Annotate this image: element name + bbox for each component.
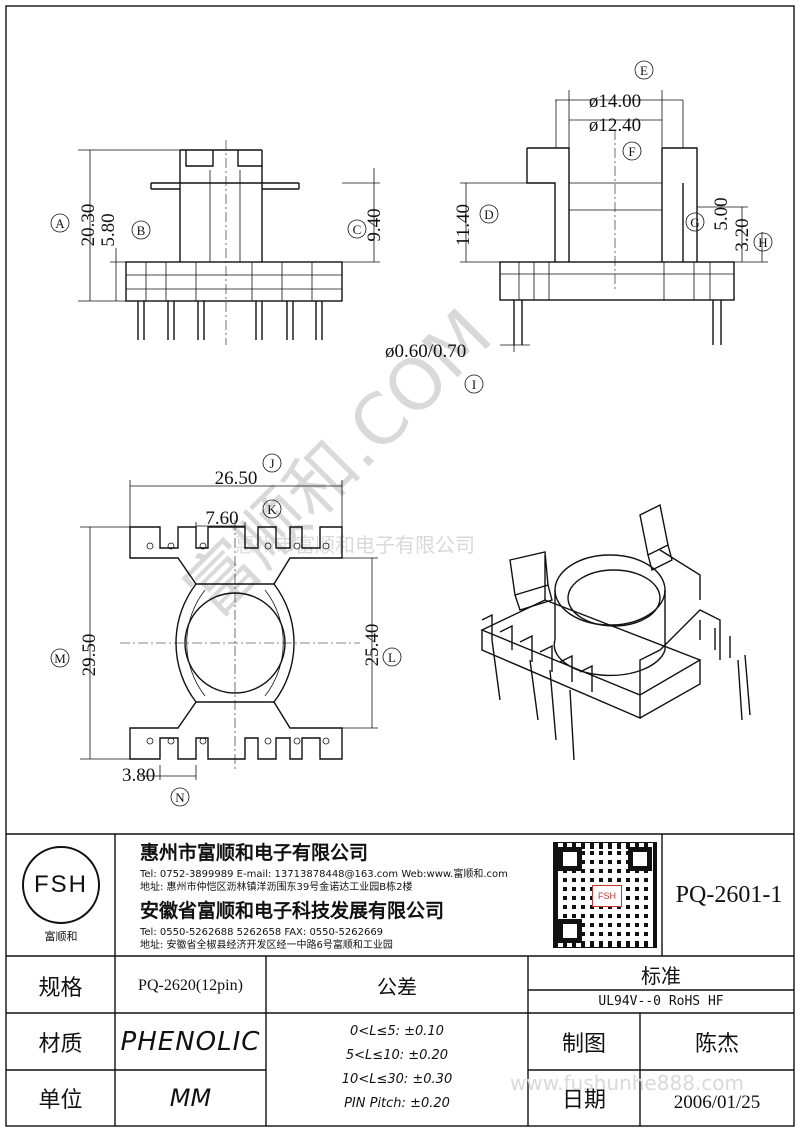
dim-b-text: 5.80 bbox=[98, 213, 119, 246]
marker-b: B bbox=[131, 220, 151, 240]
tolerance-label: 公差 bbox=[377, 975, 417, 999]
marker-k: K bbox=[262, 499, 282, 519]
part-number: PQ-2601-1 bbox=[675, 881, 783, 908]
drawing-frame bbox=[5, 5, 795, 1127]
svg-text:I: I bbox=[472, 377, 476, 392]
svg-text:A: A bbox=[55, 216, 65, 231]
dim-h-text: 3.20 bbox=[732, 218, 753, 251]
title-block-grid bbox=[6, 833, 794, 1126]
marker-g: G bbox=[685, 212, 705, 232]
dim-l-text: 25.40 bbox=[362, 624, 383, 667]
svg-text:M: M bbox=[54, 651, 66, 666]
qr-label: FSH bbox=[592, 885, 622, 907]
svg-text:F: F bbox=[628, 144, 635, 159]
unit-value: MM bbox=[169, 1084, 212, 1112]
company1-address: 地址: 惠州市仲恺区沥林镇洋沥围东39号金诺达工业园B栋2楼 bbox=[140, 882, 413, 893]
watermark-footer: www.fushunhe888.com bbox=[510, 1071, 744, 1095]
dim-g-text: 5.00 bbox=[711, 197, 732, 230]
marker-m: M bbox=[50, 648, 70, 668]
date-value: 2006/01/25 bbox=[673, 1092, 761, 1113]
marker-i: I bbox=[464, 374, 484, 394]
dim-f-text: ø12.40 bbox=[589, 115, 641, 136]
standard-label: 标准 bbox=[641, 963, 681, 988]
svg-text:B: B bbox=[137, 223, 146, 238]
isometric-view bbox=[480, 503, 751, 761]
svg-text:E: E bbox=[640, 63, 648, 78]
company2-contact: Tel: 0550-5262688 5262658 FAX: 0550-5262… bbox=[140, 927, 384, 938]
company1-name: 惠州市富顺和电子有限公司 bbox=[140, 842, 369, 864]
side-view-left bbox=[78, 140, 380, 345]
svg-text:D: D bbox=[484, 207, 493, 222]
side-view-right bbox=[460, 90, 768, 352]
tolerance-row: PIN Pitch: ±0.20 bbox=[344, 1096, 450, 1111]
marker-f: F bbox=[622, 141, 642, 161]
watermark-company: 惠州市富顺和电子有限公司 bbox=[235, 533, 475, 557]
standard-value: UL94V--0 RoHS HF bbox=[598, 994, 724, 1009]
logo-text: FSH bbox=[32, 871, 90, 899]
company2-address: 地址: 安徽省全椒县经济开发区经一中路6号富顺和工业园 bbox=[140, 940, 393, 951]
dim-m-text: 29.50 bbox=[79, 634, 100, 677]
dim-i-text: ø0.60/0.70 bbox=[385, 341, 466, 362]
material-label: 材质 bbox=[38, 1031, 83, 1057]
company1-contact: Tel: 0752-3899989 E-mail: 13713878448@16… bbox=[140, 869, 508, 880]
dim-k-text: 7.60 bbox=[205, 508, 238, 529]
company-info: 惠州市富顺和电子有限公司 Tel: 0752-3899989 E-mail: 1… bbox=[140, 838, 540, 952]
dim-e-text: ø14.00 bbox=[589, 91, 641, 112]
dim-d-text: 11.40 bbox=[453, 204, 474, 246]
marker-d: D bbox=[479, 204, 499, 224]
unit-label: 单位 bbox=[38, 1088, 83, 1113]
marker-h: H bbox=[753, 232, 773, 252]
logo-caption: 富顺和 bbox=[44, 930, 78, 943]
svg-text:N: N bbox=[175, 790, 185, 805]
svg-text:K: K bbox=[267, 502, 277, 517]
qr-code-icon: FSH bbox=[553, 842, 657, 948]
marker-l: L bbox=[382, 647, 402, 667]
svg-text:G: G bbox=[690, 215, 699, 230]
drawn-label: 制图 bbox=[561, 1031, 606, 1057]
tolerance-row: 10<L≤30: ±0.30 bbox=[341, 1072, 453, 1087]
tolerance-list: 0<L≤5: ±0.10 5<L≤10: ±0.20 10<L≤30: ±0.3… bbox=[266, 1020, 528, 1116]
tolerance-row: 5<L≤10: ±0.20 bbox=[345, 1048, 449, 1063]
bottom-view bbox=[80, 480, 378, 780]
drawn-value: 陈杰 bbox=[694, 1031, 739, 1057]
tolerance-row: 0<L≤5: ±0.10 bbox=[350, 1024, 444, 1039]
svg-text:C: C bbox=[353, 222, 362, 237]
material-value: PHENOLIC bbox=[120, 1026, 261, 1057]
svg-text:J: J bbox=[269, 456, 274, 471]
marker-c: C bbox=[347, 219, 367, 239]
marker-n: N bbox=[170, 787, 190, 807]
svg-text:H: H bbox=[758, 235, 767, 250]
date-label: 日期 bbox=[561, 1088, 606, 1113]
marker-j: J bbox=[262, 453, 282, 473]
dim-c-text: 9.40 bbox=[364, 208, 385, 241]
spec-label: 规格 bbox=[38, 975, 83, 1001]
svg-text:L: L bbox=[388, 650, 396, 665]
company2-name: 安徽省富顺和电子科技发展有限公司 bbox=[140, 900, 445, 922]
spec-value: PQ-2620(12pin) bbox=[138, 976, 243, 994]
marker-a: A bbox=[50, 213, 70, 233]
dim-n-text: 3.80 bbox=[122, 765, 155, 786]
dim-a-text: 20.30 bbox=[78, 204, 99, 247]
logo: FSH 富顺和 bbox=[10, 836, 112, 954]
logo-globe-icon: FSH bbox=[22, 846, 100, 924]
marker-e: E bbox=[634, 60, 654, 80]
dim-j-text: 26.50 bbox=[215, 468, 258, 489]
